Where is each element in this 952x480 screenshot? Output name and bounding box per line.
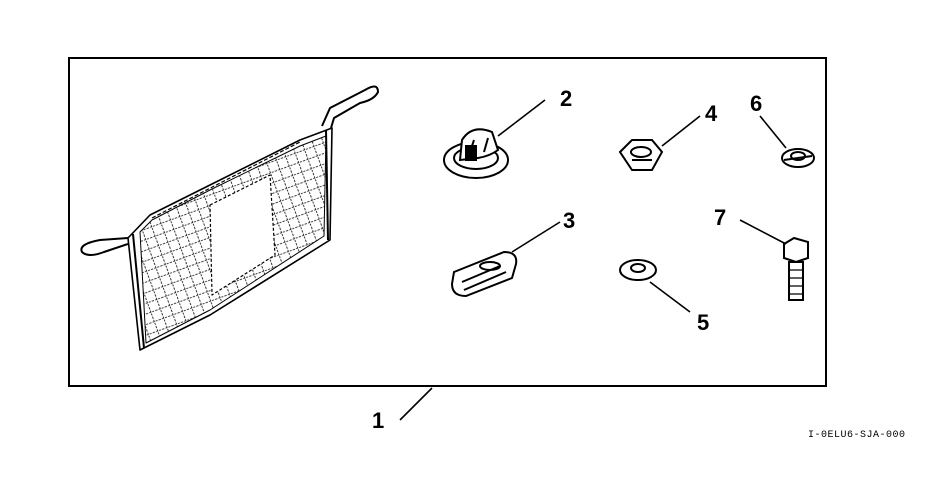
spring-washer-part-6: [781, 148, 815, 168]
cargo-net-part-1: [80, 85, 379, 351]
washer-part-5: [619, 259, 657, 281]
clip-part-3: [450, 250, 518, 298]
leader-line-4: [661, 115, 701, 147]
drawing-code: I-0ELU6-SJA-000: [808, 430, 906, 441]
diagram-frame: [68, 57, 827, 387]
hook-part-2: [443, 128, 509, 179]
callout-7: 7: [714, 205, 727, 230]
callout-6: 6: [750, 91, 763, 116]
nut-part-4: [618, 139, 664, 171]
leader-line-5: [649, 281, 691, 313]
callout-4: 4: [705, 101, 718, 126]
callout-1: 1: [372, 408, 385, 433]
callout-2: 2: [560, 86, 573, 111]
leader-line-1: [399, 387, 433, 421]
leader-line-2: [497, 99, 546, 137]
leader-line-6: [759, 115, 787, 149]
callout-3: 3: [563, 208, 576, 233]
leader-line-3: [511, 221, 561, 253]
callout-5: 5: [697, 310, 710, 335]
bolt-part-7: [783, 236, 809, 301]
leader-line-7: [739, 219, 787, 245]
